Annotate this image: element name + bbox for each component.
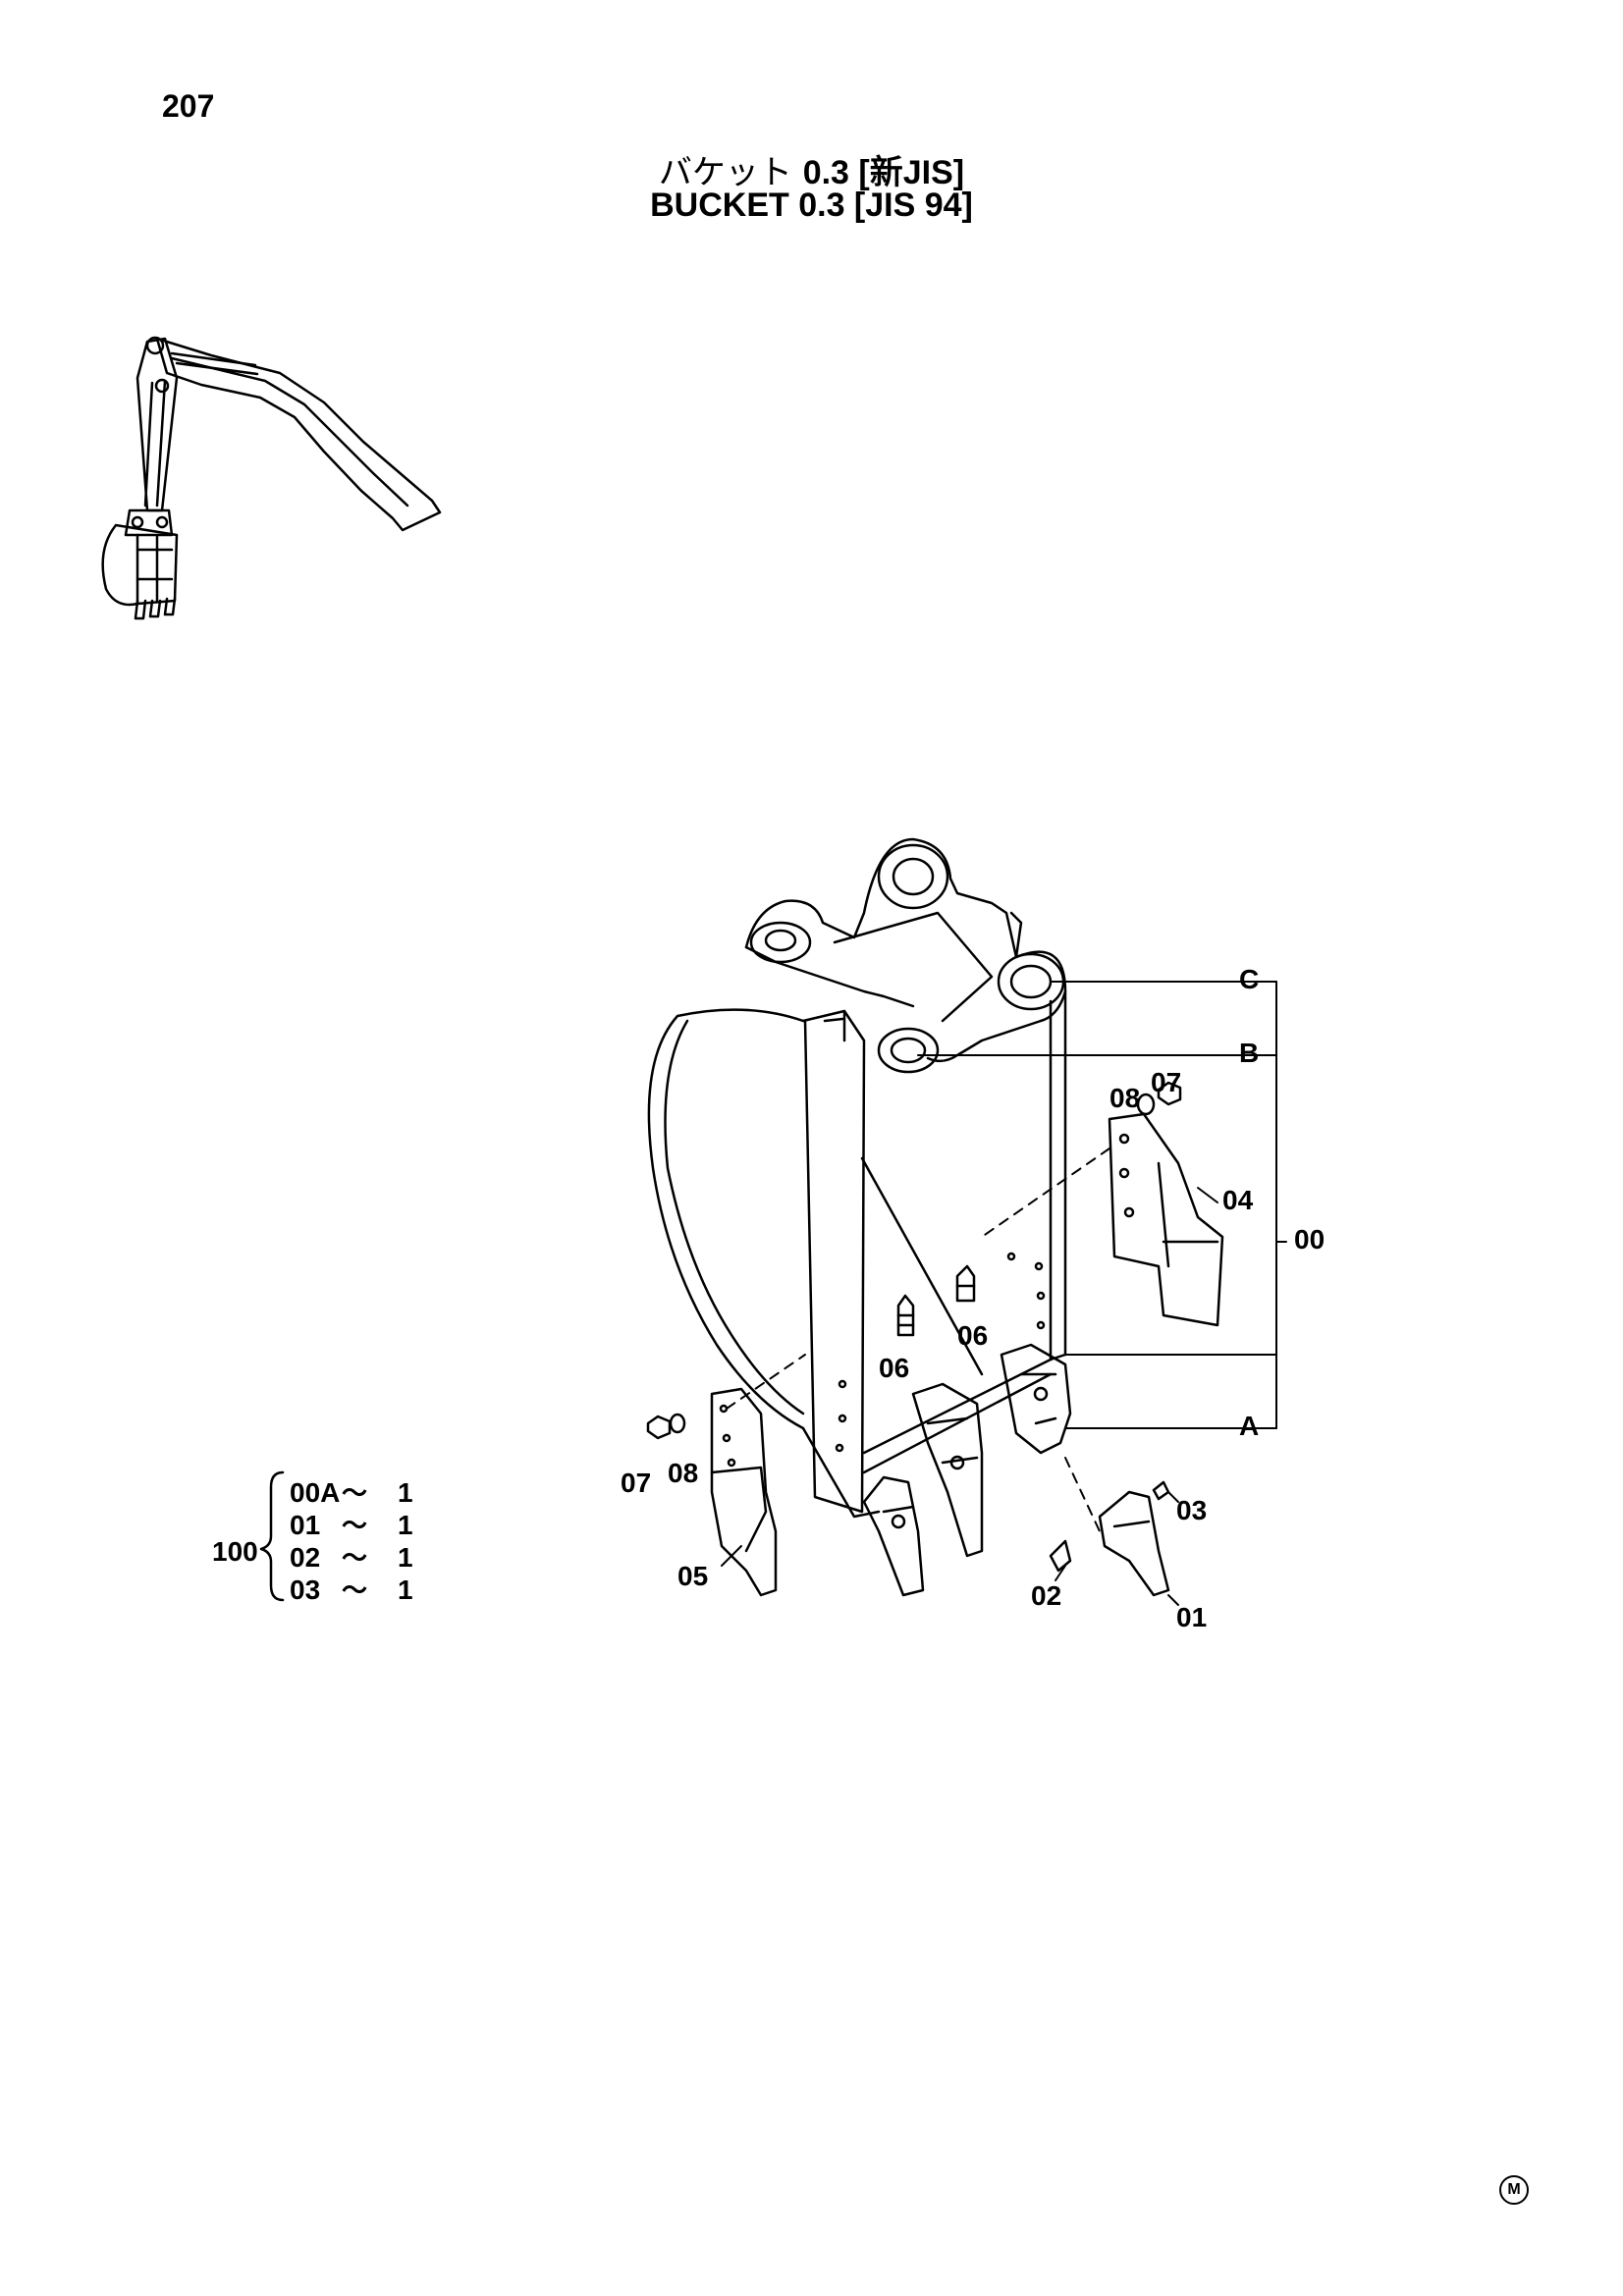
callout-A: A bbox=[1239, 1411, 1259, 1441]
callout-08-right: 08 bbox=[1109, 1083, 1140, 1113]
callout-C: C bbox=[1239, 964, 1259, 994]
kit-code-1: 01 bbox=[290, 1510, 320, 1540]
callout-07-left: 07 bbox=[621, 1468, 651, 1498]
callout-B: B bbox=[1239, 1038, 1259, 1068]
callout-03: 03 bbox=[1176, 1495, 1207, 1525]
kit-code-2: 02 bbox=[290, 1542, 320, 1573]
nuts-and-washers bbox=[646, 1081, 1182, 1440]
title-japanese: バケット 0.3 [新JIS] bbox=[0, 145, 1623, 193]
callout-01: 01 bbox=[1176, 1602, 1207, 1632]
kit-label: 100 bbox=[212, 1536, 258, 1567]
kit-sep-3: 〜 bbox=[342, 1575, 367, 1605]
kit-qty-3: 1 bbox=[398, 1575, 413, 1605]
leader-lines bbox=[721, 981, 1287, 1606]
kit-code-3: 03 bbox=[290, 1575, 320, 1605]
title-english: BUCKET 0.3 [JIS 94] bbox=[650, 187, 973, 224]
side-cutter-left bbox=[710, 1387, 778, 1597]
corner-mark: M bbox=[1499, 2175, 1529, 2205]
loose-tooth-set bbox=[1049, 1480, 1170, 1597]
kit-qty-1: 1 bbox=[398, 1510, 413, 1540]
callout-02: 02 bbox=[1031, 1580, 1061, 1611]
kit-code-0: 00A bbox=[290, 1477, 340, 1508]
bucket-assembly bbox=[647, 837, 1067, 1519]
callout-04: 04 bbox=[1222, 1185, 1254, 1215]
side-cutter-right bbox=[1108, 1112, 1224, 1327]
kit-brace bbox=[259, 1470, 285, 1602]
title-ja-kana: バケット bbox=[658, 153, 792, 192]
bolts bbox=[896, 1264, 976, 1337]
callout-07-right: 07 bbox=[1151, 1067, 1181, 1097]
callout-08-left: 08 bbox=[668, 1458, 698, 1488]
title-ja-rest: 0.3 [新JIS] bbox=[802, 154, 965, 191]
page-number: 207 bbox=[162, 88, 215, 124]
kit-sep-0: 〜 bbox=[342, 1478, 367, 1508]
excavator-arm-thumbnail bbox=[101, 336, 442, 620]
bucket-teeth bbox=[862, 1343, 1072, 1597]
kit-qty-0: 1 bbox=[398, 1477, 413, 1508]
kit-sep-2: 〜 bbox=[342, 1543, 367, 1573]
callout-00: 00 bbox=[1294, 1224, 1325, 1255]
assembly-lines bbox=[726, 1148, 1110, 1532]
kit-table: 100 00A 〜 1 01 〜 1 02 〜 1 03 〜 1 bbox=[212, 1477, 413, 1605]
callout-06-right: 06 bbox=[957, 1320, 988, 1351]
callout-05: 05 bbox=[677, 1561, 708, 1591]
kit-qty-2: 1 bbox=[398, 1542, 413, 1573]
callout-06-left: 06 bbox=[879, 1353, 909, 1383]
kit-sep-1: 〜 bbox=[342, 1511, 367, 1540]
